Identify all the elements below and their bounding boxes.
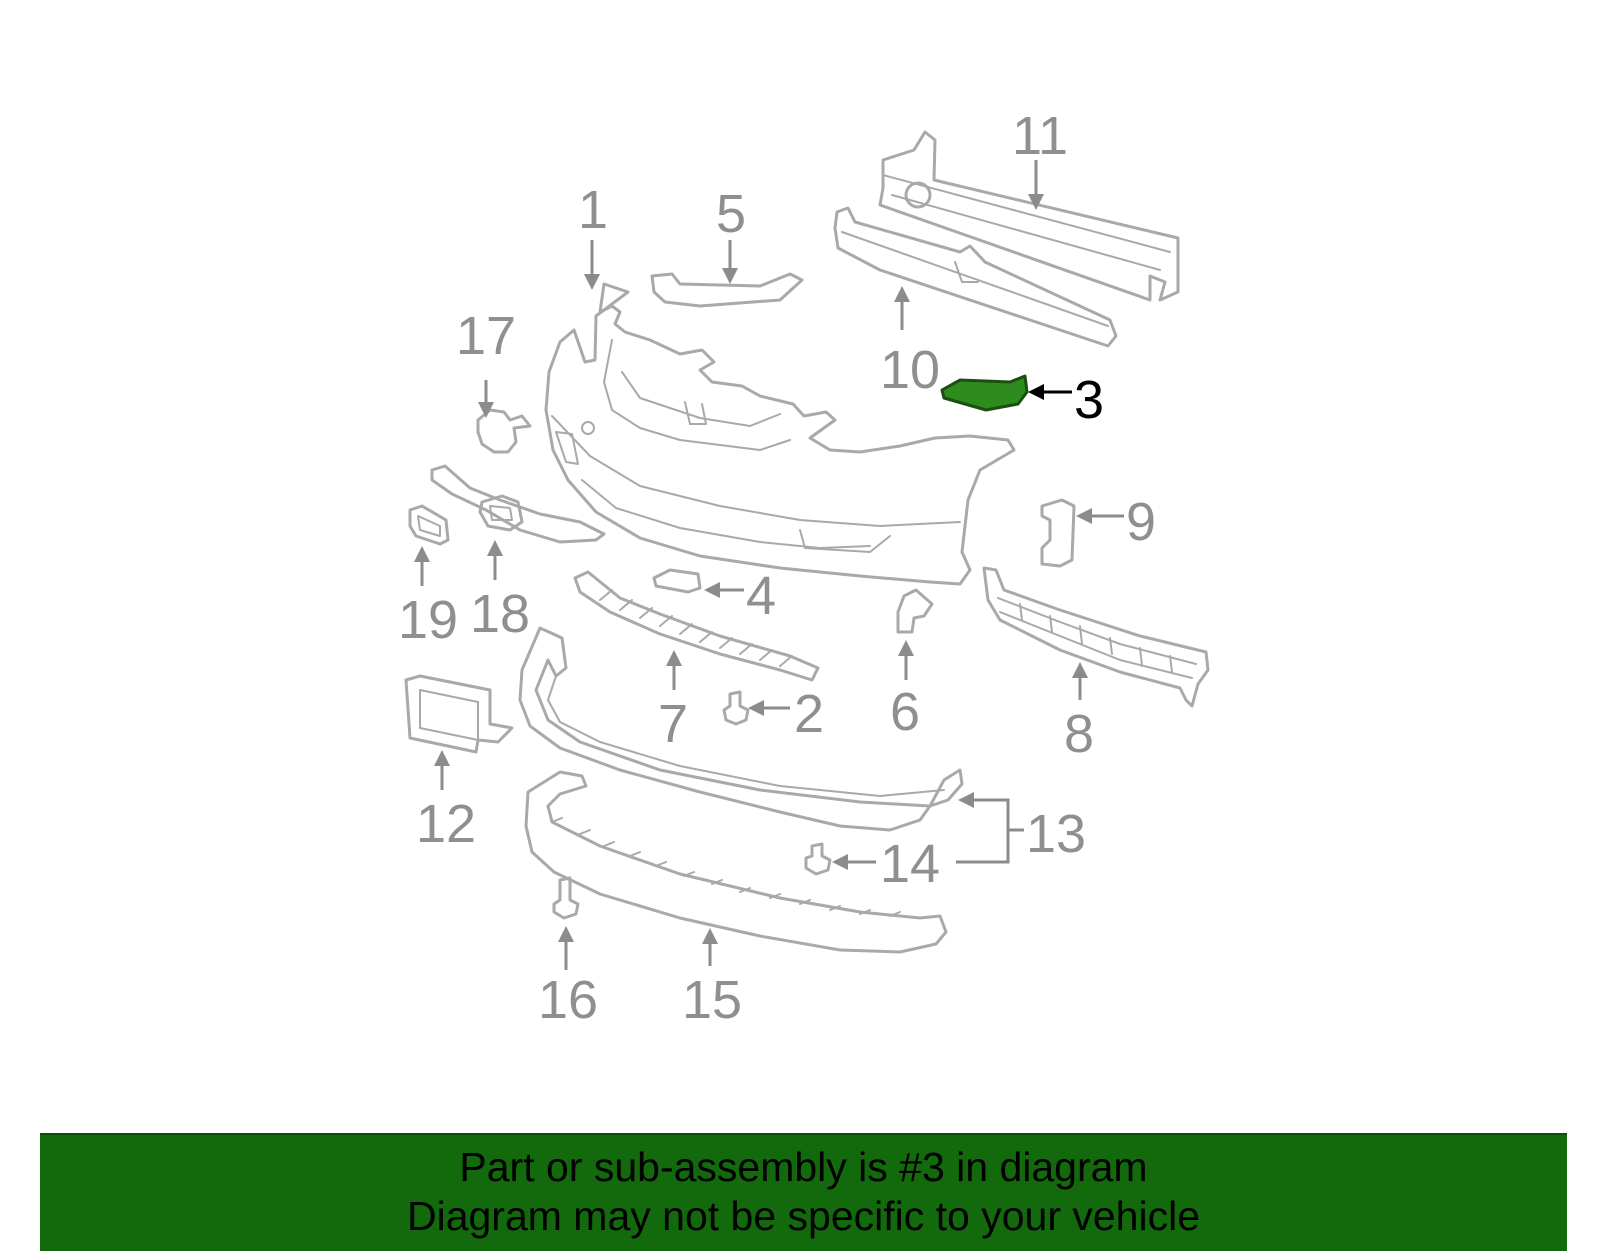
part-12-bracket (404, 674, 514, 754)
callout-16: 16 (538, 970, 598, 1030)
callout-11: 11 (1012, 106, 1068, 166)
part-2-bolt (722, 690, 750, 726)
part-15-lower-spoiler (524, 770, 948, 954)
callout-12: 12 (416, 794, 476, 854)
callout-8: 8 (1064, 704, 1094, 764)
leader-lines (414, 160, 1124, 970)
part-19-emblem (408, 504, 450, 546)
part-8-side-grille (982, 566, 1210, 708)
callout-14: 14 (880, 834, 940, 894)
callout-13: 13 (1026, 804, 1086, 864)
callout-2: 2 (794, 684, 824, 744)
part-6-bracket (896, 588, 934, 634)
info-banner: Part or sub-assembly is #3 in diagram Di… (40, 1133, 1567, 1251)
part-4-spacer (652, 568, 702, 594)
part-3-bracket (940, 374, 1029, 412)
banner-line-disclaimer: Diagram may not be specific to your vehi… (406, 1193, 1200, 1239)
part-17-clip (476, 408, 532, 454)
callout-17: 17 (456, 306, 516, 366)
part-14-screw (804, 842, 832, 876)
part-13-spoiler (518, 626, 964, 832)
callout-3: 3 (1074, 370, 1104, 430)
callout-10: 10 (880, 340, 940, 400)
part-10-absorber (833, 206, 1118, 348)
callout-18: 18 (470, 584, 530, 644)
part-5-molding (650, 272, 804, 308)
part-1-bumper-cover (544, 282, 1016, 586)
callout-19: 19 (398, 590, 458, 650)
callout-9: 9 (1126, 492, 1156, 552)
part-9-bracket (1040, 498, 1076, 568)
callout-4: 4 (746, 566, 776, 626)
callout-7: 7 (658, 694, 688, 754)
part-18-grille (430, 464, 606, 544)
part-16-bolt (552, 876, 580, 920)
part-7-lower-grille (573, 570, 820, 682)
part-11-reinforcement (878, 130, 1180, 302)
callout-15: 15 (682, 970, 742, 1030)
callout-labels: 1 5 11 10 3 17 9 4 19 18 6 7 2 8 12 13 1… (398, 106, 1156, 1030)
callout-1: 1 (578, 180, 608, 240)
callout-6: 6 (890, 682, 920, 742)
banner-line-part: Part or sub-assembly is #3 in diagram (459, 1144, 1148, 1190)
callout-5: 5 (716, 184, 746, 244)
